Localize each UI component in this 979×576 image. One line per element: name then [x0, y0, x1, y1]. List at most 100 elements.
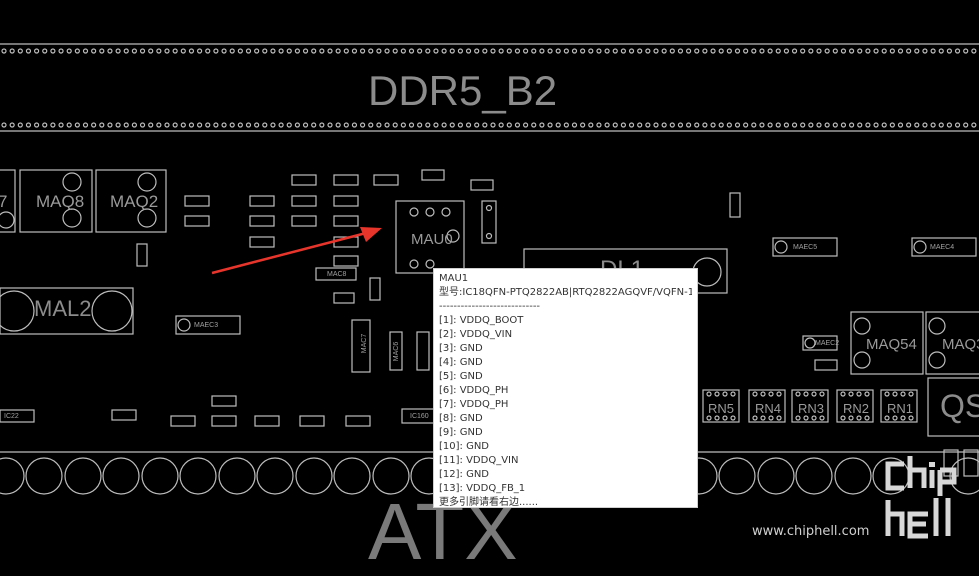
slot-pin — [897, 48, 904, 54]
slot-pin — [172, 48, 178, 54]
slot-pin — [922, 48, 928, 54]
slot-pin — [547, 122, 553, 128]
slot-pin — [930, 122, 936, 128]
slot-pin — [91, 48, 97, 54]
atx-pin — [757, 457, 795, 495]
pin-item: [2]: VDDQ_VIN — [439, 329, 513, 340]
slot-pin — [33, 48, 40, 54]
slot-pin — [637, 122, 643, 128]
atx-pin — [718, 457, 756, 495]
slot-pin — [514, 48, 521, 54]
slot-pin — [840, 122, 847, 128]
slot-pin — [906, 122, 912, 128]
tooltip-model: 型号:IC18QFN-PTQ2822AB|RTQ2822AGQVF/VQFN-1… — [439, 287, 692, 298]
slot-pin — [881, 48, 887, 54]
slot-pin — [734, 122, 741, 128]
slot-pin — [490, 48, 496, 54]
slot-pin — [808, 48, 814, 54]
slot-pin — [628, 48, 635, 54]
slot-pin — [107, 122, 113, 128]
slot-pin — [767, 48, 773, 54]
slot-pin — [74, 48, 80, 54]
slot-pin — [531, 48, 537, 54]
slot-pin — [245, 122, 252, 128]
slot-pin — [262, 122, 268, 128]
slot-pin — [702, 48, 708, 54]
rn-pin — [819, 391, 825, 397]
slot-pin — [148, 122, 154, 128]
rn-pin — [848, 391, 854, 397]
slot-pin — [449, 48, 455, 54]
atx-pin — [218, 457, 256, 495]
slot-pin — [441, 122, 447, 128]
slot-pin — [457, 122, 463, 128]
pin-item: [11]: VDDQ_VIN — [439, 455, 519, 466]
slot-pin — [172, 122, 178, 128]
label-mal2: MAL2 — [34, 296, 92, 321]
watermark-url: www.chiphell.com — [752, 524, 870, 539]
slot-pin — [360, 48, 366, 54]
label-maq54: MAQ54 — [866, 336, 917, 353]
slot-pin — [91, 122, 97, 128]
slot-pin — [327, 48, 333, 54]
atx-pin — [0, 457, 25, 495]
slot-pin — [677, 48, 684, 54]
rn-pin — [752, 415, 758, 421]
label-rn2: RN2 — [843, 401, 870, 416]
slot-pin — [351, 48, 358, 54]
slot-pin — [9, 48, 15, 54]
slot-pin — [604, 122, 610, 128]
rn-pin — [892, 391, 898, 397]
slot-pin — [669, 122, 675, 128]
slot-pin — [139, 48, 146, 54]
slot-pin — [221, 122, 227, 128]
slot-pin — [800, 122, 806, 128]
slot-pin — [457, 48, 463, 54]
component-info-tooltip: MAU1 型号:IC18QFN-PTQ2822AB|RTQ2822AGQVF/V… — [433, 268, 698, 508]
slot-pin — [889, 122, 895, 128]
rn-pin — [892, 415, 898, 421]
slot-pin — [58, 122, 64, 128]
slot-pin — [816, 48, 822, 54]
slot-pin — [221, 48, 227, 54]
slot-pin — [482, 122, 488, 128]
slot-pin — [425, 48, 431, 54]
slot-pin — [33, 122, 40, 128]
slot-pin — [408, 48, 415, 54]
pin-item: [6]: VDDQ_PH — [439, 385, 509, 396]
slot-pin — [897, 122, 904, 128]
slot-pin — [123, 48, 129, 54]
slot-pin — [620, 48, 627, 54]
label-rn3: RN3 — [798, 401, 825, 416]
label-maq3: MAQ3 — [942, 336, 979, 353]
slot-pin — [857, 48, 863, 54]
slot-pin — [107, 48, 113, 54]
slot-pin — [66, 122, 72, 128]
slot-pin — [873, 122, 879, 128]
label-rn1: RN1 — [887, 401, 914, 416]
rn-pin — [803, 415, 809, 421]
slot-pin — [946, 122, 953, 128]
label-maq2: MAQ2 — [110, 192, 159, 211]
atx-pin — [295, 457, 333, 495]
slot-pin — [400, 48, 406, 54]
pin-item: [7]: VDDQ_PH — [439, 399, 509, 410]
slot-pin — [702, 122, 708, 128]
slot-pin — [139, 122, 146, 128]
slot-pin — [343, 122, 349, 128]
slot-pin — [881, 122, 887, 128]
rn-pin — [760, 391, 766, 397]
pointer-arrow — [211, 227, 382, 275]
slot-pin — [580, 122, 586, 128]
slot-pin — [539, 122, 545, 128]
label-mau0: MAU0 — [411, 231, 453, 248]
rn-pin — [900, 391, 906, 397]
slot-pin — [857, 122, 863, 128]
slot-pin — [596, 122, 602, 128]
slot-pin — [66, 48, 72, 54]
slot-pin — [319, 48, 325, 54]
slot-pin — [42, 48, 48, 54]
slot-pin — [620, 122, 627, 128]
chiphell-logo-icon — [885, 456, 957, 539]
slot-pin — [74, 122, 80, 128]
